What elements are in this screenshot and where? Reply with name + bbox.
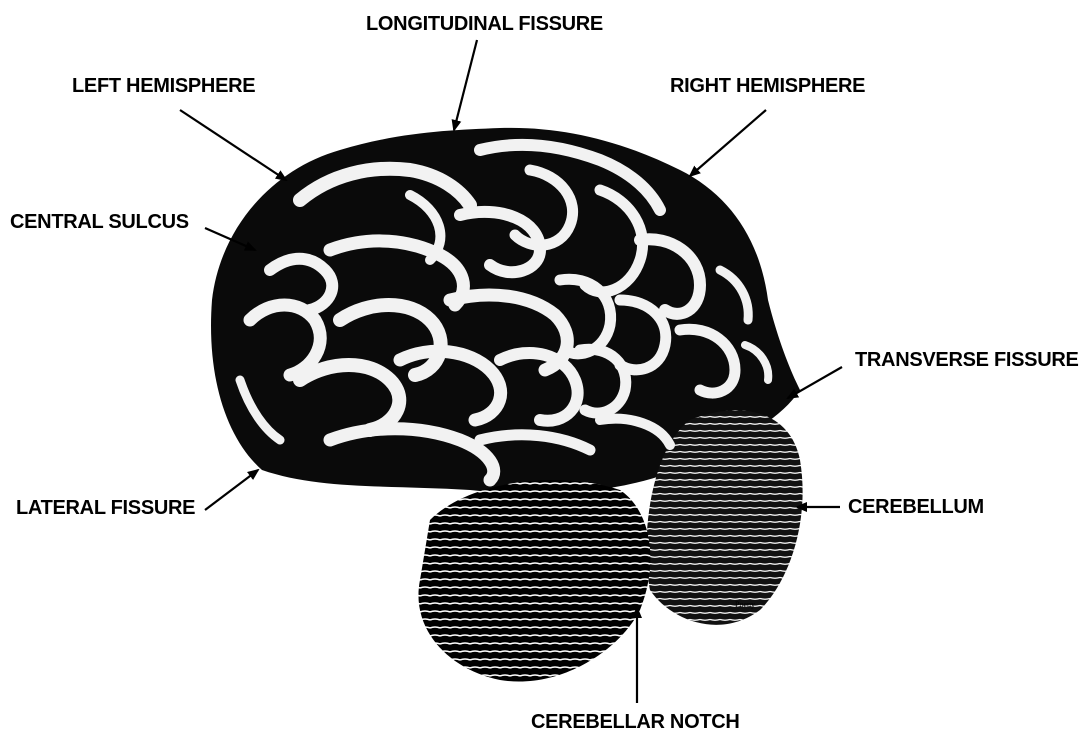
arrow-longitudinal-fissure [454,40,477,130]
cerebellum-lower-lobe [418,480,650,682]
arrow-lateral-fissure [205,470,258,510]
label-right-hemisphere: RIGHT HEMISPHERE [670,76,865,96]
label-cerebellum: CEREBELLUM [848,497,984,517]
label-left-hemisphere: LEFT HEMISPHERE [72,76,255,96]
arrow-right-hemisphere [690,110,766,176]
label-central-sulcus: CENTRAL SULCUS [10,212,189,232]
artist-signature: Poeny [735,600,755,609]
label-transverse-fissure: TRANSVERSE FISSURE [855,350,1079,370]
arrow-left-hemisphere [180,110,286,180]
label-lateral-fissure: LATERAL FISSURE [16,498,195,518]
label-longitudinal-fissure: LONGITUDINAL FISSURE [366,14,603,34]
label-cerebellar-notch: CEREBELLAR NOTCH [531,712,740,732]
